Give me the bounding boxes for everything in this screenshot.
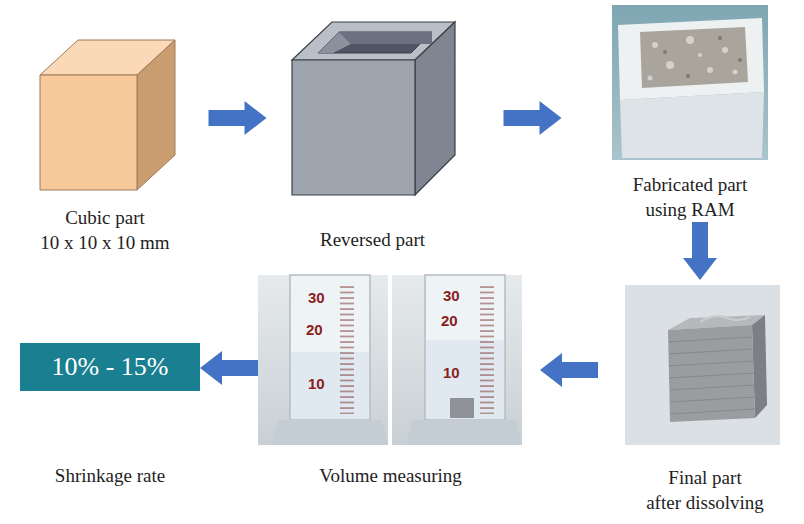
result-value: 10% - 15% (52, 352, 169, 382)
block-arrow (683, 222, 717, 280)
stage-caption: after dissolving (646, 490, 764, 515)
block-side (415, 22, 455, 195)
submerged-part (450, 398, 474, 418)
part-front (668, 325, 755, 422)
cylinder-photo-left (258, 275, 388, 445)
stage-caption: Shrinkage rate (20, 463, 200, 488)
stage-caption: Final part (668, 465, 741, 490)
photo-background (258, 275, 388, 445)
final-part-photo (625, 285, 780, 445)
hole-opening (318, 32, 432, 53)
stage-caption: using RAM (645, 197, 734, 222)
process-stage: Cubic part10 x 10 x 10 mm (20, 30, 190, 255)
cylinder-photo-right (392, 275, 522, 445)
stage-caption: Cubic part (65, 205, 145, 230)
hole-wall (318, 32, 351, 53)
photo-background (612, 5, 768, 160)
cube-front (40, 75, 137, 190)
hole-wall (339, 32, 432, 44)
photo-background (392, 275, 522, 445)
support-residue (700, 316, 750, 322)
cylinder-base (272, 420, 388, 445)
stage-caption: 10 x 10 x 10 mm (40, 230, 169, 255)
cylinder-base (406, 420, 522, 445)
scale-number: 30 (308, 290, 325, 306)
part-top (618, 18, 764, 100)
stage-caption: Volume measuring (319, 463, 462, 488)
metal-top (640, 27, 748, 88)
process-stage: Final partafter dissolving (615, 280, 795, 515)
process-stage: Volume measuring (258, 272, 523, 488)
metal-texture (648, 36, 738, 81)
block-arrow (209, 101, 267, 135)
scale-number: 20 (441, 313, 458, 329)
scale-ticks (475, 284, 495, 414)
part-front (620, 92, 764, 158)
cube-side (137, 40, 175, 190)
block-arrow (540, 353, 598, 387)
process-stage: Fabricated partusing RAM (605, 0, 775, 222)
reversed-part (292, 22, 455, 195)
scale-number: 10 (443, 365, 460, 381)
block-front (292, 60, 415, 195)
result-box: 10% - 15% (20, 343, 200, 391)
photo-background (625, 285, 780, 445)
glass-cylinder (425, 275, 505, 420)
metal-texture (663, 36, 742, 78)
tan-cube (40, 40, 175, 190)
process-stage: Reversed part (285, 20, 460, 252)
fabricated-photo (612, 5, 768, 160)
glass-cylinder (290, 275, 370, 420)
scale-number: 30 (443, 288, 460, 304)
scale-ticks (340, 286, 360, 414)
scale-number: 10 (308, 376, 325, 392)
stage-caption: Fabricated part (633, 172, 747, 197)
block-arrow (504, 101, 562, 135)
stage-caption: Reversed part (320, 227, 425, 252)
scale-number: 20 (306, 322, 323, 338)
block-arrow (200, 351, 258, 385)
layer-lines (669, 337, 755, 414)
